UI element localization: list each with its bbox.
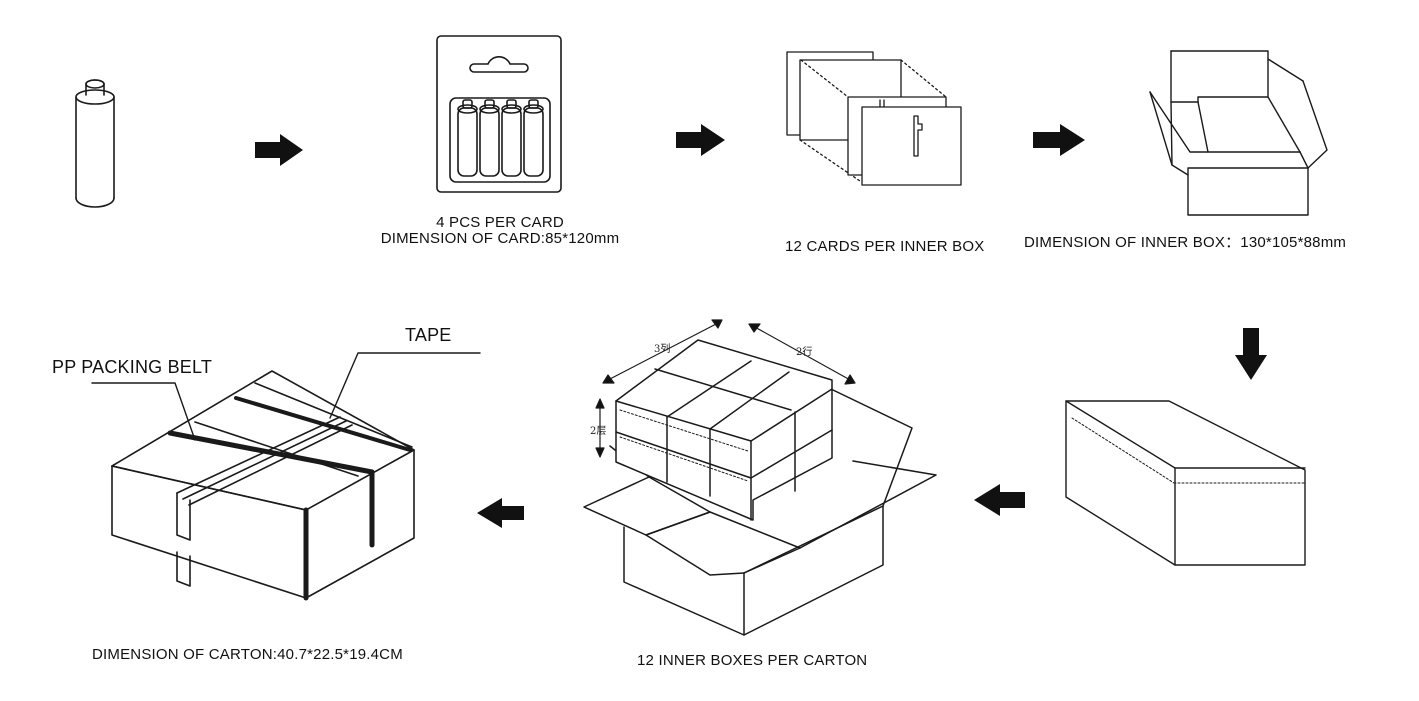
flow-arrow-4 — [974, 484, 1025, 516]
cards-stack-illustration — [786, 51, 962, 186]
blister-card-illustration — [436, 35, 562, 193]
inner-box-count-label: 12 CARDS PER INNER BOX — [785, 238, 985, 255]
carton-dimension-label: DIMENSION OF CARTON:40.7*22.5*19.4CM — [92, 646, 403, 663]
inner-box-dimension-label: DIMENSION OF INNER BOX：130*105*88mm — [1024, 234, 1347, 251]
stack-dimension-arrows — [595, 319, 856, 458]
flow-arrow-1 — [255, 134, 303, 166]
carton-count-label: 12 INNER BOXES PER CARTON — [637, 652, 868, 669]
stack-columns-label: 3列 — [654, 344, 671, 355]
battery-illustration — [75, 79, 115, 208]
sealed-carton-illustration — [91, 352, 481, 601]
closed-inner-box-illustration — [1065, 400, 1306, 566]
pp-belt-callout-label: PP PACKING BELT — [52, 357, 213, 377]
flow-arrow-down — [1235, 328, 1267, 380]
card-count-label: 4 PCS PER CARD — [436, 214, 564, 231]
card-dimension-label: DIMENSION OF CARD:85*120mm — [380, 230, 620, 247]
stack-rows-label: 2行 — [796, 347, 813, 358]
open-carton-illustration — [583, 339, 937, 636]
tape-callout-label: TAPE — [405, 325, 452, 345]
open-inner-box-illustration — [1149, 50, 1328, 216]
card-caption: 4 PCS PER CARD DIMENSION OF CARD:85*120m… — [360, 215, 640, 247]
flow-arrow-5 — [477, 498, 524, 528]
flow-arrow-3 — [1033, 124, 1085, 156]
stack-layers-label: 2层 — [590, 426, 607, 437]
flow-arrow-2 — [676, 124, 725, 156]
